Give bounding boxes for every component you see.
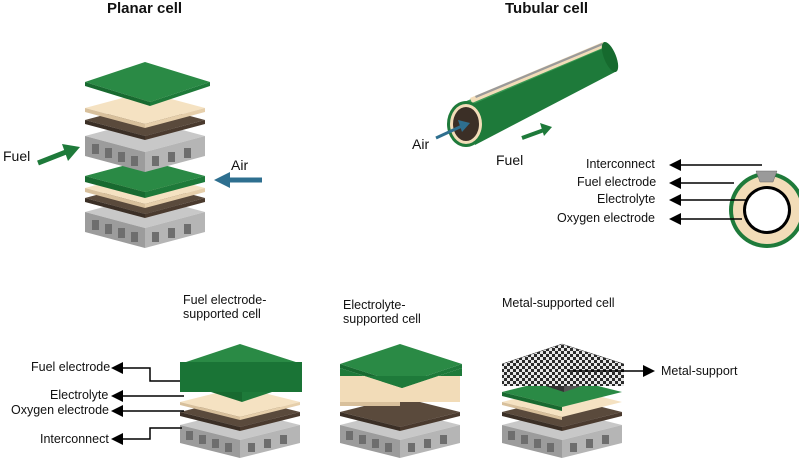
layer-oxygen-electrode-label: Oxygen electrode — [11, 403, 109, 417]
cross-section-electrolyte-label: Electrolyte — [597, 192, 656, 206]
metal-supported-stack — [501, 343, 625, 458]
planar-air-arrow — [214, 172, 262, 188]
tubular-cell — [447, 41, 619, 147]
tubular-air-arrow — [435, 120, 470, 140]
tube-cross-section — [729, 170, 799, 248]
tubular-cell-title: Tubular cell — [505, 0, 589, 17]
planar-cell-title: Planar cell — [107, 0, 183, 17]
layer-interconnect-label: Interconnect — [40, 432, 109, 446]
planar-electrolyte-upper — [85, 92, 205, 128]
layer-metal-support-label: Metal-support — [661, 364, 738, 378]
fuel-electrode-supported-stack — [180, 344, 302, 458]
electrolyte-supported-stack — [340, 344, 462, 458]
layer-electrolyte-label: Electrolyte — [50, 388, 109, 402]
cross-section-fuel-electrode-label: Fuel electrode — [577, 175, 657, 189]
tubular-fuel-label: Fuel — [496, 152, 524, 168]
planar-air-label: Air — [231, 157, 249, 173]
planar-fuel-electrode-top — [85, 62, 210, 106]
tubular-air-label: Air — [412, 136, 430, 152]
planar-fuel-arrow — [37, 144, 80, 166]
metal-supported-caption: Metal-supported cell — [502, 296, 615, 310]
fuel-supported-leaders — [111, 362, 184, 445]
cross-section-interconnect-label: Interconnect — [586, 157, 655, 171]
cross-section-oxygen-electrode-label: Oxygen electrode — [557, 211, 655, 225]
fuel-supported-caption: Fuel electrode-supported cell — [183, 293, 267, 322]
tubular-fuel-arrow — [521, 123, 552, 140]
layer-fuel-electrode-label: Fuel electrode — [31, 360, 111, 374]
planar-fuel-electrode-lower — [85, 160, 205, 198]
planar-fuel-label: Fuel — [3, 148, 31, 164]
cross-section-leaders — [669, 159, 762, 225]
electrolyte-supported-caption: Electrolyte-supported cell — [343, 298, 421, 327]
planar-cell-stack — [85, 62, 210, 248]
